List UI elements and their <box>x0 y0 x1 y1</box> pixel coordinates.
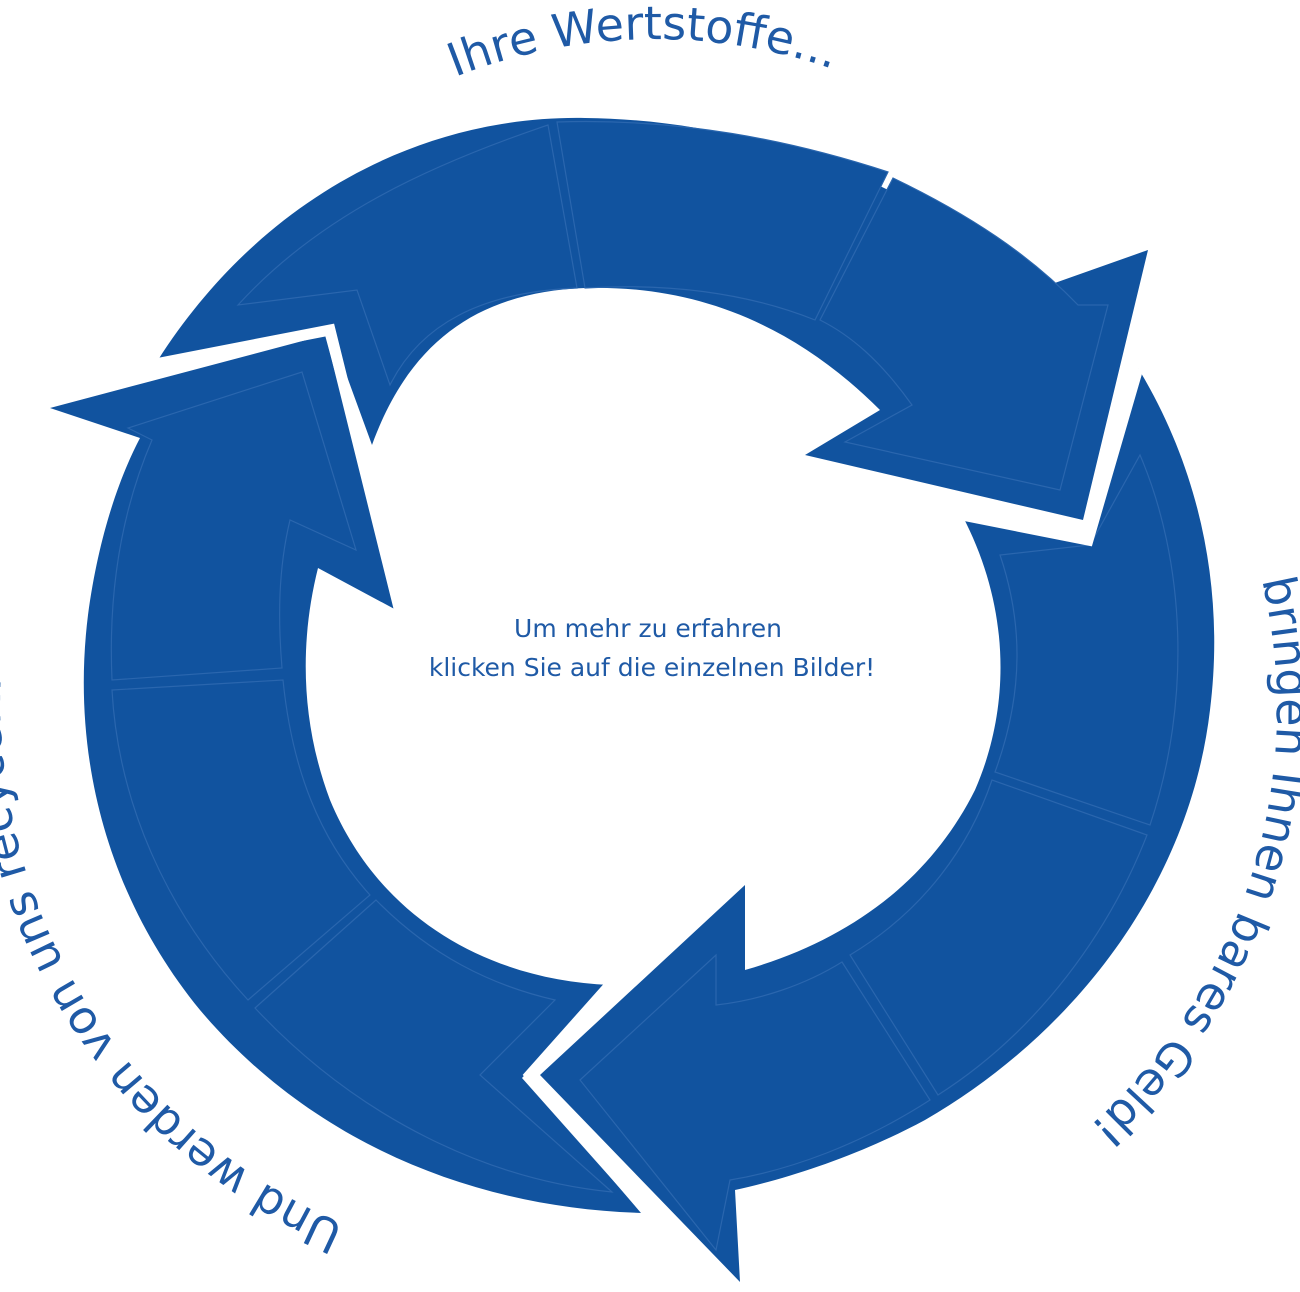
segment-right-3[interactable] <box>579 953 931 1252</box>
arrow-gap-right <box>960 366 1144 547</box>
segment-right-2[interactable] <box>849 779 1148 1096</box>
segment-left-2[interactable] <box>111 679 371 1001</box>
segment-left-1[interactable] <box>110 371 357 681</box>
center-text-line1: Um mehr zu erfahren <box>514 614 782 643</box>
segment-left-3[interactable] <box>254 899 614 1193</box>
segment-top-1[interactable] <box>236 124 578 387</box>
arrow-top <box>158 117 1148 520</box>
segment-top-3[interactable] <box>819 177 1109 491</box>
arrow-right <box>540 368 1215 1282</box>
label-top: Ihre Wertstoffe... <box>440 0 846 87</box>
center-text-line2: klicken Sie auf die einzelnen Bilder! <box>429 653 875 682</box>
arrow-left <box>50 335 642 1213</box>
arrow-gap-left <box>148 323 406 614</box>
arrow-gap-bottom <box>522 981 655 1219</box>
segment-right-1[interactable] <box>994 453 1179 826</box>
segment-top-2[interactable] <box>556 120 889 321</box>
